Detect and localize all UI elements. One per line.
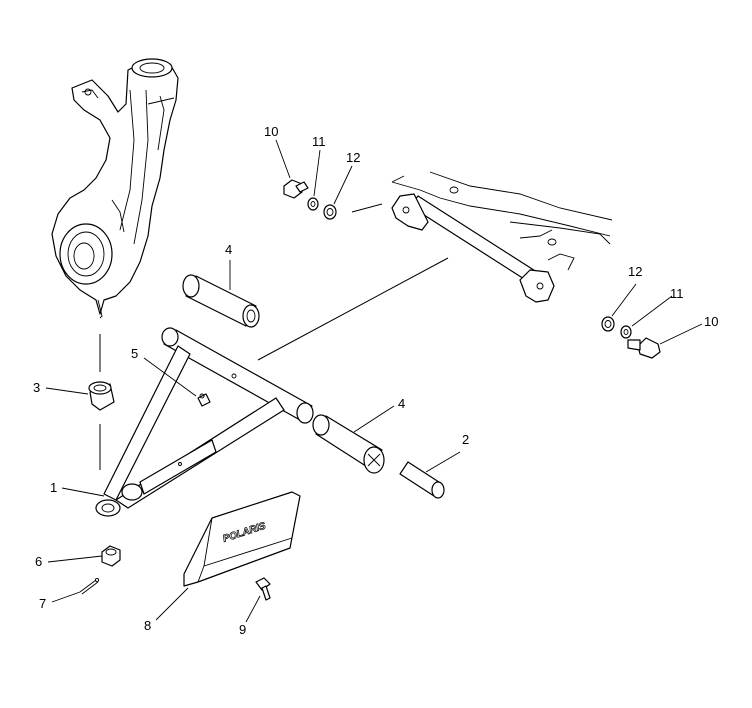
callout-12-upper: 12	[346, 150, 360, 165]
guard-bolt	[255, 577, 271, 601]
callout-6: 6	[35, 554, 42, 569]
grease-fitting	[197, 393, 211, 407]
spindle-knuckle	[51, 58, 179, 319]
a-arm-guard: POLARIS	[183, 491, 301, 587]
castle-nut	[101, 545, 121, 567]
flat-washer-lower	[601, 316, 615, 332]
dust-boot	[88, 381, 115, 411]
assembly-lines	[99, 203, 449, 470]
pivot-spacer	[399, 461, 445, 499]
lock-washer-lower	[620, 325, 632, 339]
pivot-bushing-upper	[182, 274, 260, 328]
bolt-lower	[627, 337, 661, 359]
callout-labels: 1 2 3 4 4 5 6 7 8 9 10 11 12 10 11 12	[33, 124, 718, 637]
callout-3: 3	[33, 380, 40, 395]
callout-8: 8	[144, 618, 151, 633]
frame-cross-tube	[391, 171, 613, 303]
callout-5: 5	[131, 346, 138, 361]
callout-7: 7	[39, 596, 46, 611]
callout-1: 1	[50, 480, 57, 495]
lock-washer-upper	[307, 197, 319, 211]
callout-4-upper: 4	[225, 242, 232, 257]
callout-12-lower: 12	[628, 264, 642, 279]
bolt-upper	[283, 179, 309, 199]
callout-11-upper: 11	[312, 134, 326, 149]
callout-10-lower: 10	[704, 314, 718, 329]
callout-2: 2	[462, 432, 469, 447]
callout-4-lower: 4	[398, 396, 405, 411]
leader-lines	[45, 139, 703, 623]
callout-11-lower: 11	[670, 286, 684, 301]
flat-washer-upper	[323, 204, 337, 220]
a-arm	[95, 327, 314, 517]
callout-10-upper: 10	[264, 124, 278, 139]
cotter-pin	[79, 577, 100, 595]
callout-9: 9	[239, 622, 246, 637]
pivot-bushing-lower	[312, 414, 385, 474]
